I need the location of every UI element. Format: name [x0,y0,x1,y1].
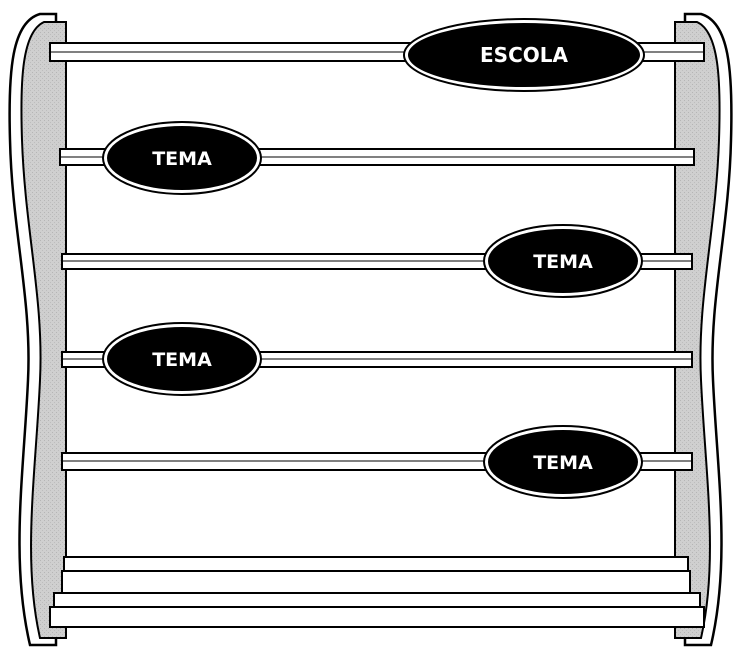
label-escola: ESCOLA [403,18,645,92]
label-tema-3: TEMA [102,322,262,396]
label-tema-4-text: TEMA [533,452,593,474]
left-side-panel [20,21,67,639]
label-tema-4: TEMA [483,425,643,499]
base-shelf [49,556,705,628]
label-tema-1-text: TEMA [152,148,212,170]
right-side-panel [674,21,721,639]
label-tema-3-text: TEMA [152,349,212,371]
label-escola-text: ESCOLA [480,43,568,67]
label-tema-1: TEMA [102,121,262,195]
label-tema-2-text: TEMA [533,251,593,273]
label-tema-2: TEMA [483,224,643,298]
